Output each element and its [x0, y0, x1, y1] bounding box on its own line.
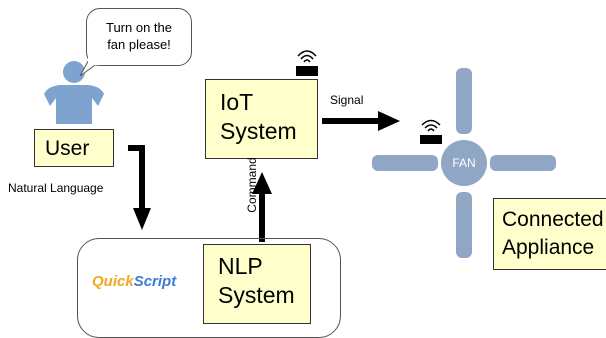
fan-hub: FAN — [441, 140, 487, 186]
speech-bubble: Turn on the fan please! — [86, 8, 192, 66]
quickscript-part2: Script — [133, 273, 177, 290]
quickscript-part1: Quick — [92, 273, 134, 290]
speech-bubble-line1: Turn on the — [105, 20, 172, 35]
nlp-line2: System — [218, 282, 295, 308]
fan-blade-bottom — [456, 192, 472, 258]
user-node: User — [34, 129, 114, 167]
user-label: User — [45, 137, 90, 160]
fan-label: FAN — [452, 156, 476, 170]
nlp-system-node: NLP System — [203, 244, 311, 324]
appliance-line1: Connected — [502, 208, 604, 231]
iot-system-node: IoT System — [205, 79, 318, 159]
appliance-wifi-icon — [420, 119, 442, 144]
fan-blade-top — [456, 68, 472, 134]
command-arrow — [252, 172, 272, 242]
natural-language-label: Natural Language — [8, 181, 104, 195]
fan-blade-right — [490, 155, 556, 171]
connected-appliance-node: Connected Appliance — [493, 198, 606, 270]
quickscript-logo: QuickScript — [92, 273, 176, 290]
iot-line2: System — [220, 118, 297, 144]
natural-language-arrow — [128, 145, 151, 230]
appliance-line2: Appliance — [502, 236, 595, 259]
speech-bubble-line2: fan please! — [107, 37, 171, 52]
wifi-icon — [296, 50, 318, 76]
command-label: Command — [245, 157, 259, 213]
signal-label: Signal — [330, 93, 364, 107]
iot-line1: IoT — [220, 89, 254, 115]
nlp-line1: NLP — [218, 253, 263, 279]
signal-arrow — [322, 111, 400, 131]
person-icon — [44, 61, 104, 124]
fan-blade-left — [372, 155, 438, 171]
